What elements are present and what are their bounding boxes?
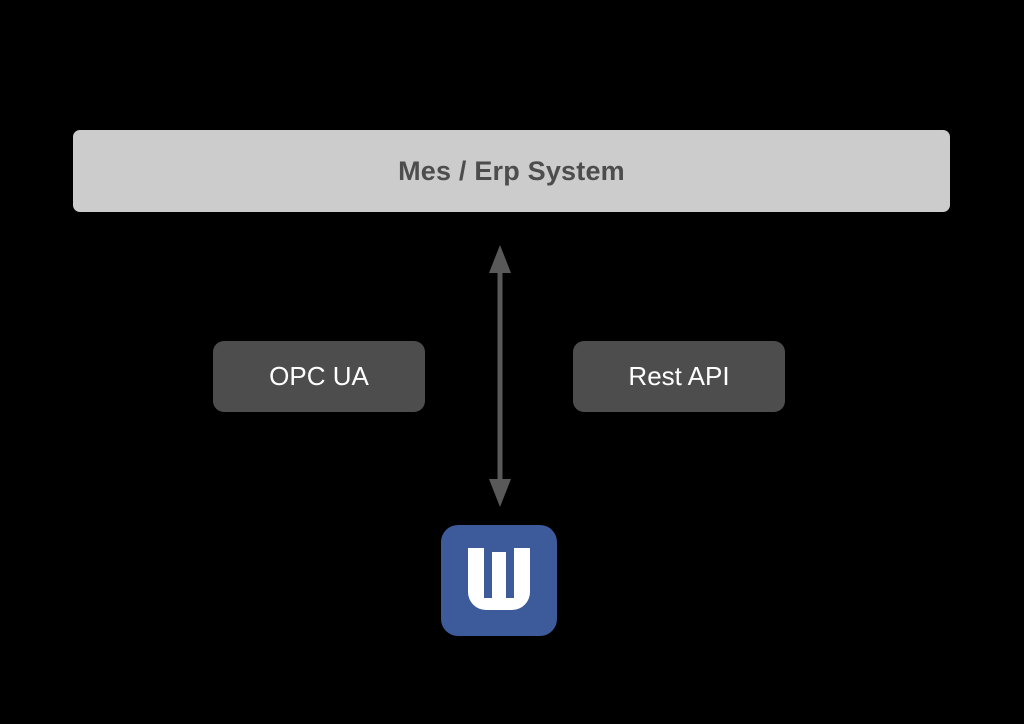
protocol-label-opc-ua: OPC UA — [269, 361, 369, 391]
w-logo-icon — [468, 547, 530, 610]
double-arrow-icon — [489, 245, 511, 507]
protocol-label-rest-api: Rest API — [628, 361, 730, 391]
protocol-box-opc-ua[interactable]: OPC UA — [213, 341, 425, 412]
protocol-box-rest-api[interactable]: Rest API — [573, 341, 785, 412]
mes-erp-system-node[interactable]: Mes / Erp System — [73, 130, 950, 212]
bidirectional-connector — [470, 240, 530, 512]
device-node[interactable] — [441, 525, 557, 636]
mes-erp-system-label: Mes / Erp System — [398, 155, 625, 186]
